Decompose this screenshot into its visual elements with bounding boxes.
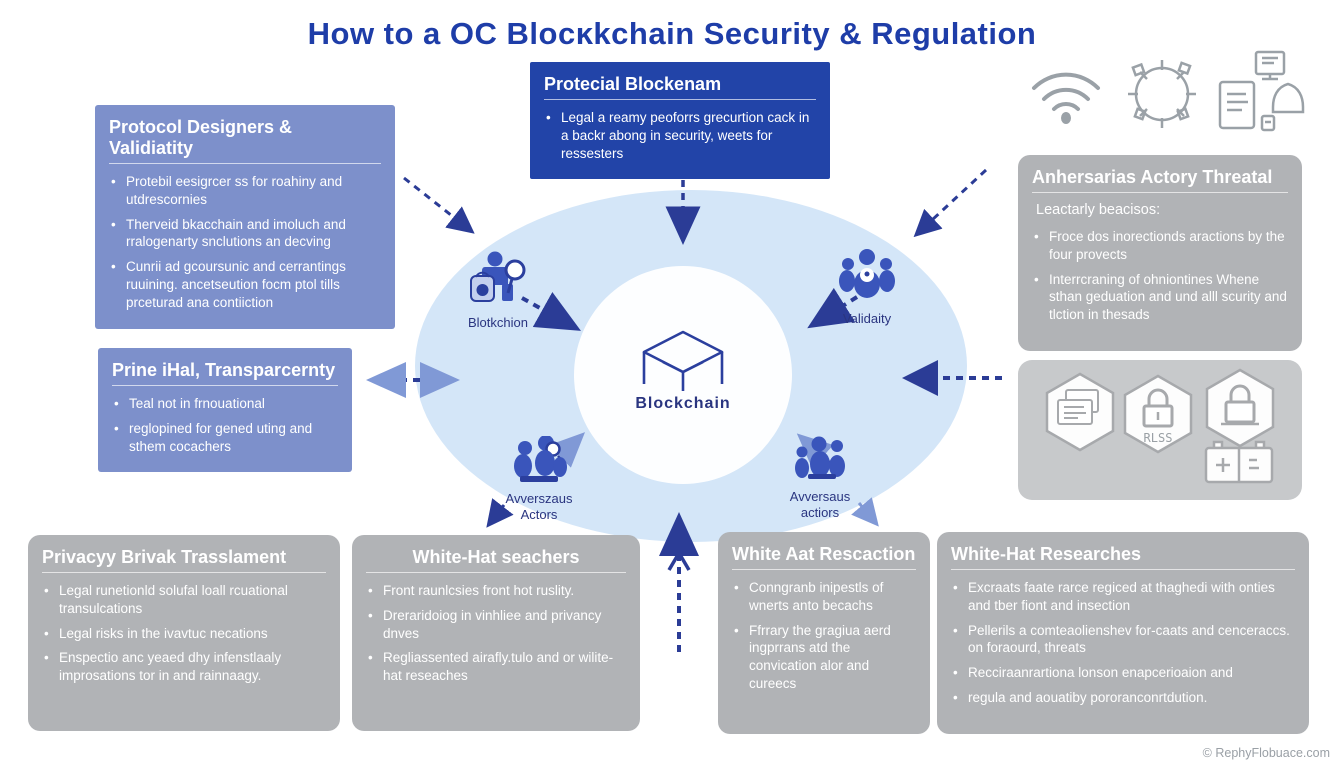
gear-network-icon: [1128, 60, 1196, 128]
chevron-up-icon: [667, 549, 691, 571]
bullet: Conngranb inipestls of wnerts anto becac…: [732, 579, 916, 615]
panel-adversarial-threats: Anhersarias Actory Threatal Leactarly be…: [1018, 155, 1302, 351]
panel-transparency: Prine iHal, Transparcernty Teal not in f…: [98, 348, 352, 473]
bullet: Therveid bkacchain and imoluch and rralo…: [109, 216, 381, 252]
hex-label: RLSS: [1144, 431, 1173, 445]
bullet: Interrcraning of ohniontines Whene sthan…: [1032, 271, 1288, 324]
security-hexagons-panel: RLSS: [1018, 360, 1302, 500]
panel-title: Privacyy Brivak Trasslament: [42, 547, 287, 567]
center-node-label: Blockchain: [635, 395, 731, 412]
node-blotkchion: Blotkchion: [458, 250, 538, 331]
bullet: Pellerils a comteaolienshev for-caats an…: [951, 622, 1295, 658]
bullet: Ffrrary the gragiua aerd ingprrans atd t…: [732, 622, 916, 693]
panel-whitehat-researches: White-Hat Researches Excraats faate rarc…: [937, 532, 1309, 734]
panel-whitehat-seachers: White-Hat seachers Front raunlcsies fron…: [352, 535, 640, 731]
watermark: © RephyFlobuace.com: [1202, 746, 1330, 760]
battery-icon: [1204, 440, 1274, 484]
panel-intro: Leactarly beacisos:: [1036, 202, 1161, 218]
bullet: Dreraridoiog in vinhliee and privancy dn…: [366, 607, 626, 643]
blockchain-cube-icon: [636, 328, 730, 399]
people-group-icon: [514, 435, 567, 482]
node-avversaus-actiors: Avversaus actiors: [780, 436, 860, 522]
node-label: Avverszaus Actors: [505, 491, 573, 523]
bullet: Cunrii ad gcoursunic and cerrantings ruu…: [109, 258, 381, 311]
panel-title: White Aat Rescaction: [732, 544, 916, 564]
bullet: Regliassented airafly.tulo and or wilite…: [366, 649, 626, 685]
panel-title: White-Hat Researches: [951, 544, 1142, 564]
panel-title: Prine iHal, Transparcernty: [112, 360, 336, 380]
bullet: Excraats faate rarce regiced at thaghedi…: [951, 579, 1295, 615]
bullet: Legal a reamy peoforrs grecurtion cack i…: [544, 109, 816, 162]
node-validaity: Validaity: [826, 248, 908, 327]
bullet: Legal risks in the ivavtuc necations: [42, 625, 326, 643]
panel-protecial-blockenam: Protecial Blockenam Legal a reamy peofor…: [530, 62, 830, 180]
header-icons: [1026, 50, 1308, 138]
person-magnifier-icon: [470, 251, 526, 302]
node-label: Validaity: [842, 311, 892, 326]
people-group-icon: [839, 249, 895, 298]
documents-bell-icon: [1218, 50, 1305, 132]
panel-privacy-treatment: Privacyy Brivak Trasslament Legal runeti…: [28, 535, 340, 731]
bullet: Front raunlcsies front hot ruslity.: [366, 582, 626, 600]
bullet: Legal runetionld solufal loall rcuationa…: [42, 582, 326, 618]
bullet: regula and aouatiby pororanconrtdution.: [951, 689, 1295, 707]
panel-title: Protecial Blockenam: [544, 74, 722, 94]
node-label: Avversaus actiors: [789, 489, 851, 521]
panel-protocol-designers: Protocol Designers & Validiatity Protebi…: [95, 105, 395, 329]
panel-title: Anhersarias Actory Threatal: [1032, 167, 1273, 187]
bullet: Enspectio anc yeaed dhy infenstlaaly imp…: [42, 649, 326, 685]
panel-title: Protocol Designers & Validiatity: [109, 117, 293, 158]
panel-white-reaction: White Aat Rescaction Conngranb inipestls…: [718, 532, 930, 734]
bullet: Recciraanrartiona lonson enapcerioaion a…: [951, 664, 1295, 682]
page-title: How to a OC Blocĸkchain Security & Regul…: [307, 16, 1037, 51]
bullet: reglopined for gened uting and sthem coc…: [112, 420, 338, 456]
node-label: Blotkchion: [468, 315, 528, 330]
people-group-icon: [795, 436, 845, 479]
bullet: Froce dos inorectionds aractions by the …: [1032, 228, 1288, 264]
bullet: Teal not in frnouational: [112, 395, 338, 413]
bullet: Protebil eesigrcer ss for roahiny and ut…: [109, 173, 381, 209]
node-avverszaus-actors: Avverszaus Actors: [496, 435, 582, 524]
panel-title: White-Hat seachers: [412, 547, 580, 567]
wifi-icon: [1032, 72, 1100, 124]
